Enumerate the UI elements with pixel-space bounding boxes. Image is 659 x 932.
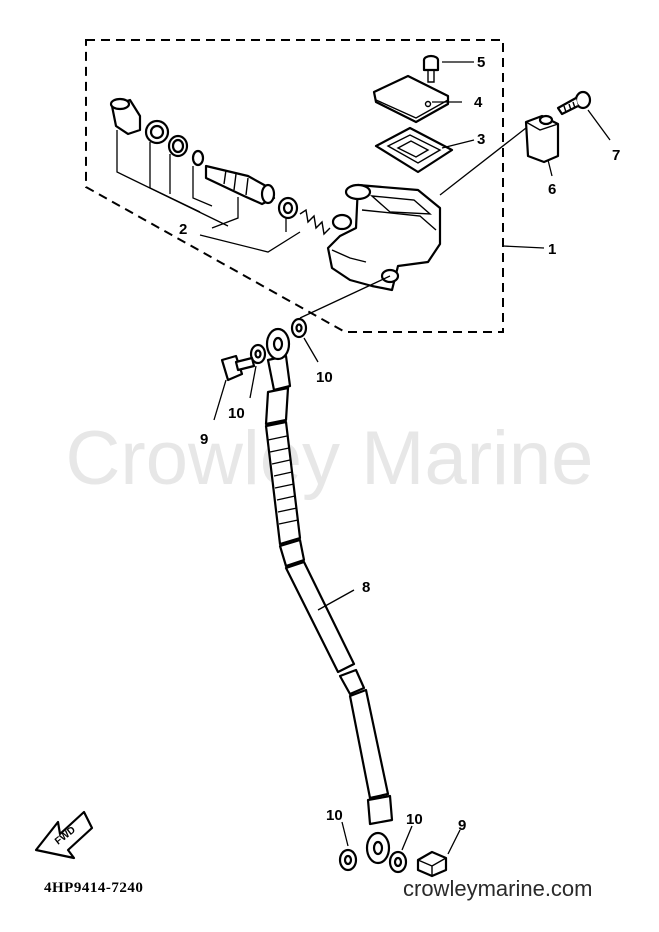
callout-10-top-left: 10 [228,405,245,422]
site-credit-text: crowleymarine.com [403,876,593,901]
master-cylinder-body [326,183,442,292]
holder-bolt [556,90,592,116]
callout-9-top: 9 [200,431,208,448]
callout-8: 8 [362,579,370,596]
cap-screw [422,54,440,83]
callout-10-bottom-right: 10 [406,811,423,828]
copper-washers-bottom [338,848,408,874]
reservoir-diaphragm [374,126,454,174]
assembly-boundary [85,39,504,333]
piston-kit [109,97,331,236]
part-diagram-code: 4HP9414-7240 [44,880,144,896]
callout-10-bottom-left: 10 [326,807,343,824]
union-bolt-bottom [416,850,448,878]
leader-lines [116,61,611,855]
forward-arrow-icon: FWD [34,810,94,860]
callout-4: 4 [474,94,483,111]
union-bolt-top [220,354,256,382]
copper-washers-top [249,317,308,365]
callout-10-top-right: 10 [316,369,333,386]
reservoir-cap [372,74,450,124]
callout-5: 5 [477,54,485,71]
holder-bracket [524,114,560,164]
callout-1: 1 [548,241,556,258]
watermark-text: Crowley Marine [65,416,594,501]
brake-hose [264,327,394,865]
callout-9-bottom: 9 [458,817,466,834]
callout-6: 6 [548,181,556,198]
callout-2: 2 [179,221,187,238]
callout-3: 3 [477,131,485,148]
callout-7: 7 [612,147,620,164]
